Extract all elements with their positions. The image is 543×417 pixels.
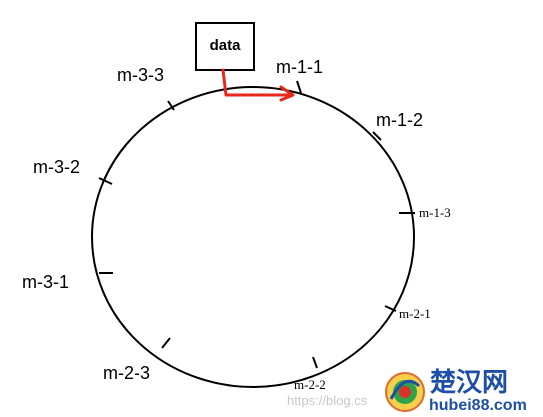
node-labels: m-1-1 m-1-2 m-1-3 m-2-1 m-2-2 m-2-3 m-3-… [22,57,451,392]
node-label-m-2-2: m-2-2 [294,377,326,392]
ring-ticks [98,80,415,369]
tick-m-2-2 [312,356,318,369]
hash-ring [91,86,415,388]
node-label-m-1-2: m-1-2 [376,110,423,130]
tick-m-2-3 [161,337,171,349]
tick-m-3-2 [98,177,113,185]
tick-m-3-3 [167,100,175,111]
site-logo: 楚汉网 hubei88.com [385,368,527,414]
node-label-m-1-1: m-1-1 [276,57,323,77]
data-box: data [195,22,255,71]
blog-watermark: https://blog.cs [287,393,368,408]
tick-m-1-2 [372,131,382,141]
logo-url: hubei88.com [429,397,527,414]
node-label-m-3-2: m-3-2 [33,157,80,177]
data-box-label: data [210,37,242,54]
node-label-m-3-1: m-3-1 [22,272,69,292]
tick-m-1-1 [296,80,302,94]
node-label-m-2-3: m-2-3 [103,363,150,383]
node-label-m-3-3: m-3-3 [117,65,164,85]
mapping-arrow [221,68,295,102]
node-label-m-1-3: m-1-3 [419,205,451,220]
logo-title: 楚汉网 [430,368,508,398]
logo-emblem-icon [385,372,425,412]
node-label-m-2-1: m-2-1 [399,306,431,321]
tick-m-2-1 [384,305,397,312]
